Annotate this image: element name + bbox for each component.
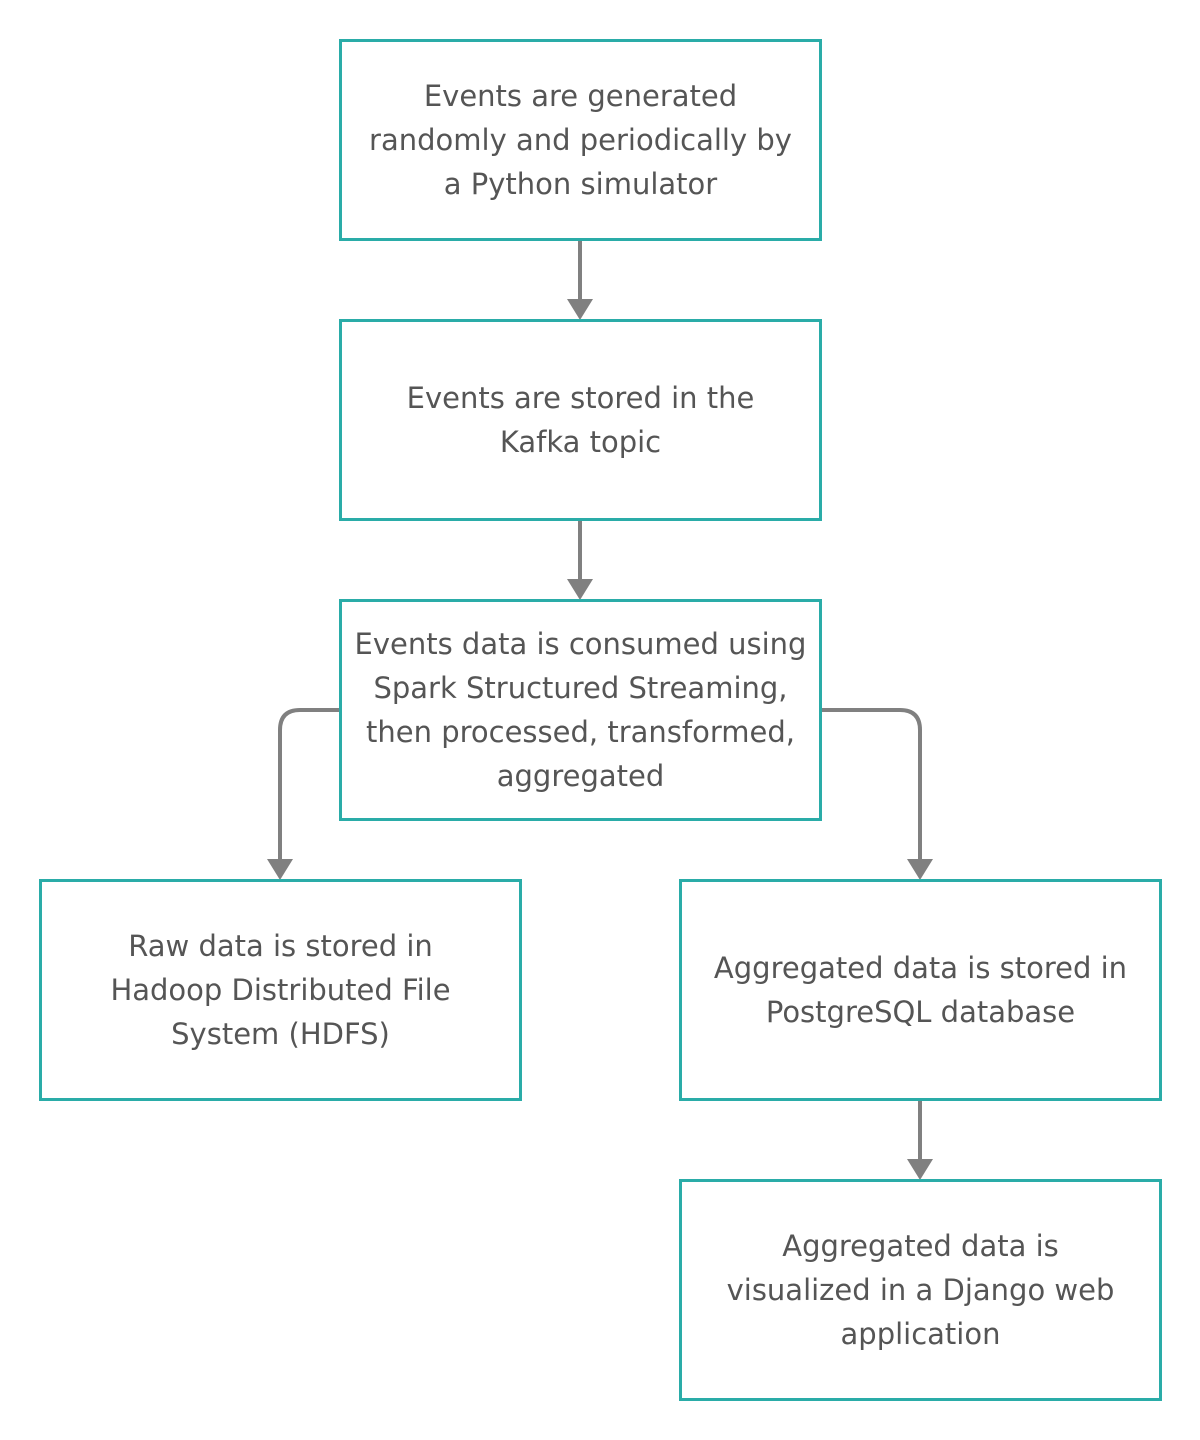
node-label: Aggregated data is visualized in a Djang… — [726, 1229, 1115, 1351]
edge-n1-n2 — [567, 241, 593, 320]
node-label: Events are generated randomly and period… — [369, 79, 792, 201]
node-label: Events are stored in the Kafka topic — [406, 381, 755, 459]
node-hdfs: Raw data is stored in Hadoop Distributed… — [39, 879, 522, 1101]
edge-n3-n4 — [267, 708, 339, 880]
node-python-simulator: Events are generated randomly and period… — [339, 39, 822, 241]
node-label: Aggregated data is stored in PostgreSQL … — [713, 951, 1128, 1029]
edge-n5-n6 — [907, 1101, 933, 1180]
edge-n2-n3 — [567, 521, 593, 600]
node-kafka-topic: Events are stored in the Kafka topic — [339, 319, 822, 521]
node-django-app: Aggregated data is visualized in a Djang… — [679, 1179, 1162, 1401]
node-spark-streaming: Events data is consumed using Spark Stru… — [339, 599, 822, 821]
node-label: Events data is consumed using Spark Stru… — [354, 627, 807, 793]
node-label: Raw data is stored in Hadoop Distributed… — [110, 929, 451, 1051]
edge-n3-n5 — [822, 708, 933, 880]
node-postgresql: Aggregated data is stored in PostgreSQL … — [679, 879, 1162, 1101]
